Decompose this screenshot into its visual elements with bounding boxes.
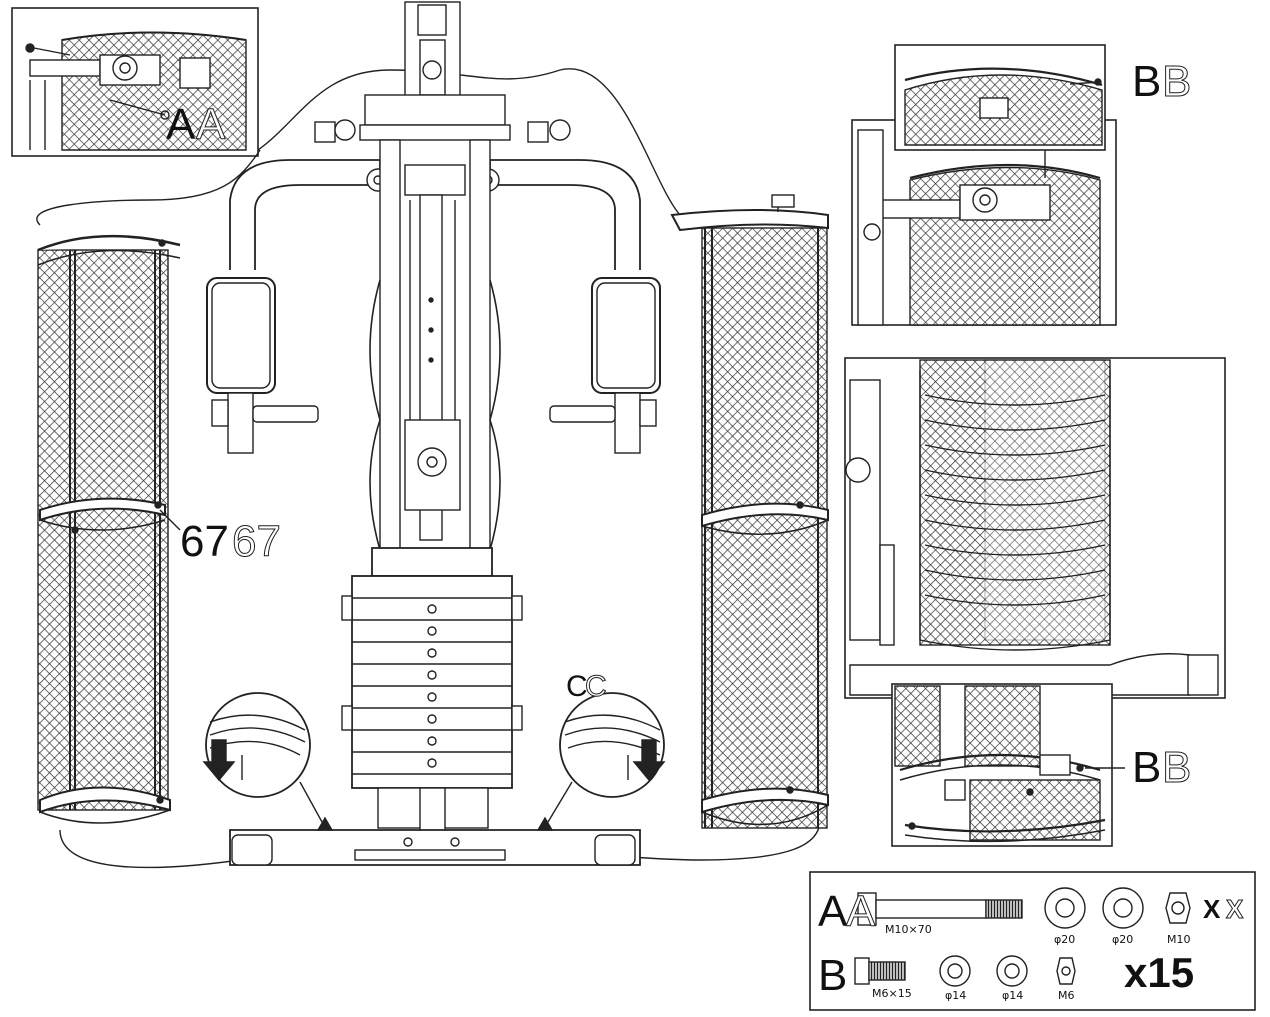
callout-a-top-outline: A <box>195 100 226 149</box>
inset-weight-stack <box>844 357 1226 699</box>
hardware-b-letter: B <box>818 951 848 1000</box>
leader-line-top <box>257 68 681 216</box>
right-mesh-guard <box>670 194 829 829</box>
leader-line-left <box>36 149 261 226</box>
hardware-a-letter: A <box>818 887 848 936</box>
hardware-a-bolt-size: M10×70 <box>885 923 932 936</box>
inset-a <box>11 7 259 157</box>
hardware-a-washer2: φ20 <box>1112 933 1134 946</box>
zoom-circle-right <box>547 692 666 823</box>
hardware-a-letter-outline: A <box>845 887 876 936</box>
callout-b-bottom: B <box>1132 743 1162 792</box>
hardware-b-nut: M6 <box>1058 989 1075 1002</box>
hardware-box <box>809 871 1256 1011</box>
gym-machine <box>206 1 661 866</box>
hardware-b-bolt-size: M6×15 <box>872 987 912 1000</box>
hardware-a-washer1: φ20 <box>1054 933 1076 946</box>
callout-b-top-outline: B <box>1161 57 1192 106</box>
callout-a-top: A <box>166 100 196 149</box>
callout-b-bottom-outline: B <box>1161 743 1192 792</box>
inset-b-bottom <box>891 683 1125 847</box>
callout-b-top: B <box>1132 57 1162 106</box>
callout-c-outline: C <box>585 670 608 703</box>
hardware-b-washer2: φ14 <box>1002 989 1024 1002</box>
hardware-b-qty: x15 <box>1124 949 1195 996</box>
hardware-a-qty-outline: X <box>1225 894 1244 924</box>
callout-c: C <box>566 670 588 703</box>
part-number-67: 67 <box>180 517 229 566</box>
zoom-circle-left <box>202 692 323 823</box>
inset-b-top <box>851 44 1117 326</box>
hardware-a-qty: X <box>1203 894 1221 924</box>
hardware-b-washer1: φ14 <box>945 989 967 1002</box>
left-mesh-guard <box>37 234 181 824</box>
part-number-67-outline: 67 <box>232 517 282 566</box>
weight-stack <box>341 575 523 789</box>
hardware-a-nut: M10 <box>1167 933 1191 946</box>
